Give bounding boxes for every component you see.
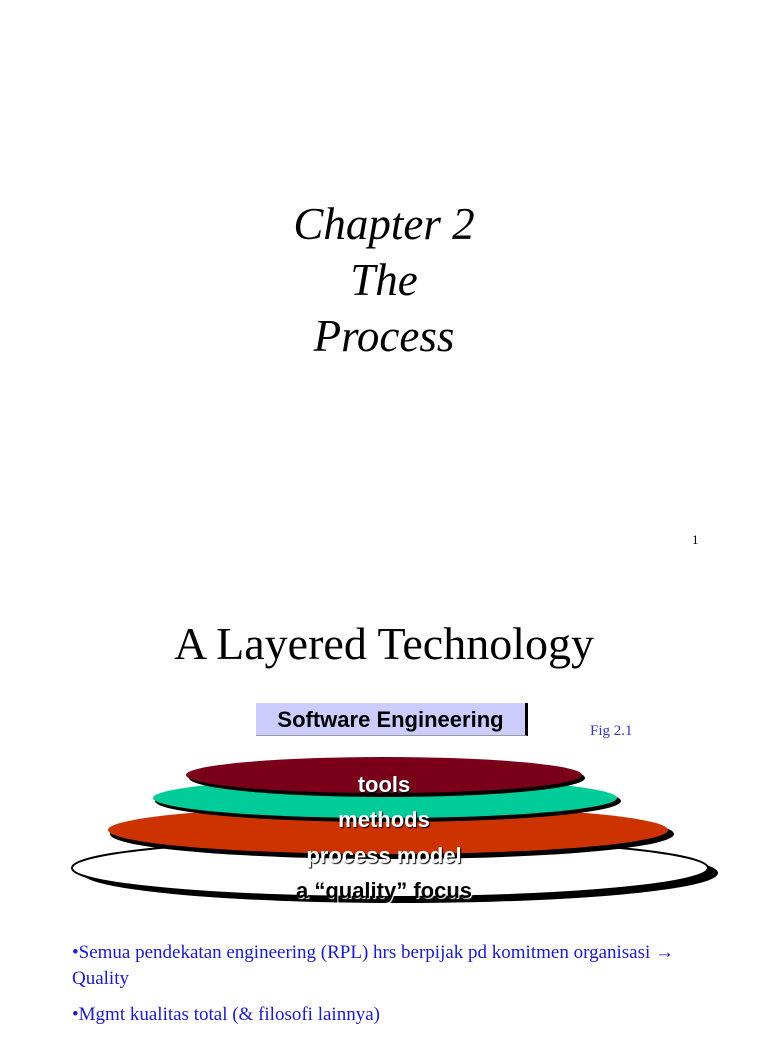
page-number: 1 — [692, 532, 699, 547]
software-engineering-box: Software Engineering — [256, 703, 528, 736]
layer-label-process-model: process model — [306, 843, 462, 868]
layer-diagram — [71, 757, 718, 903]
layer-label-quality-focus: a “quality” focus — [295, 878, 473, 903]
process-layer — [108, 806, 668, 854]
title-line-2: The — [350, 255, 418, 305]
layer-label-tools: tools — [357, 772, 411, 797]
slide-title: Chapter 2 The Process — [0, 196, 768, 364]
figure-label: Fig 2.1 — [590, 723, 633, 739]
title-line-1: Chapter 2 — [293, 199, 475, 249]
layered-technology-title: A Layered Technology — [173, 618, 595, 669]
layer-label-methods: methods — [338, 807, 430, 832]
bullet-item: •Semua pendekatan engineering (RPL) hrs … — [72, 942, 675, 989]
bullet-list: •Semua pendekatan engineering (RPL) hrs … — [72, 940, 732, 1038]
bullet-item: •Mgmt kualitas total (& filosofi lainnya… — [72, 1004, 380, 1025]
tools-layer — [186, 757, 582, 793]
title-line-3: Process — [313, 311, 455, 361]
